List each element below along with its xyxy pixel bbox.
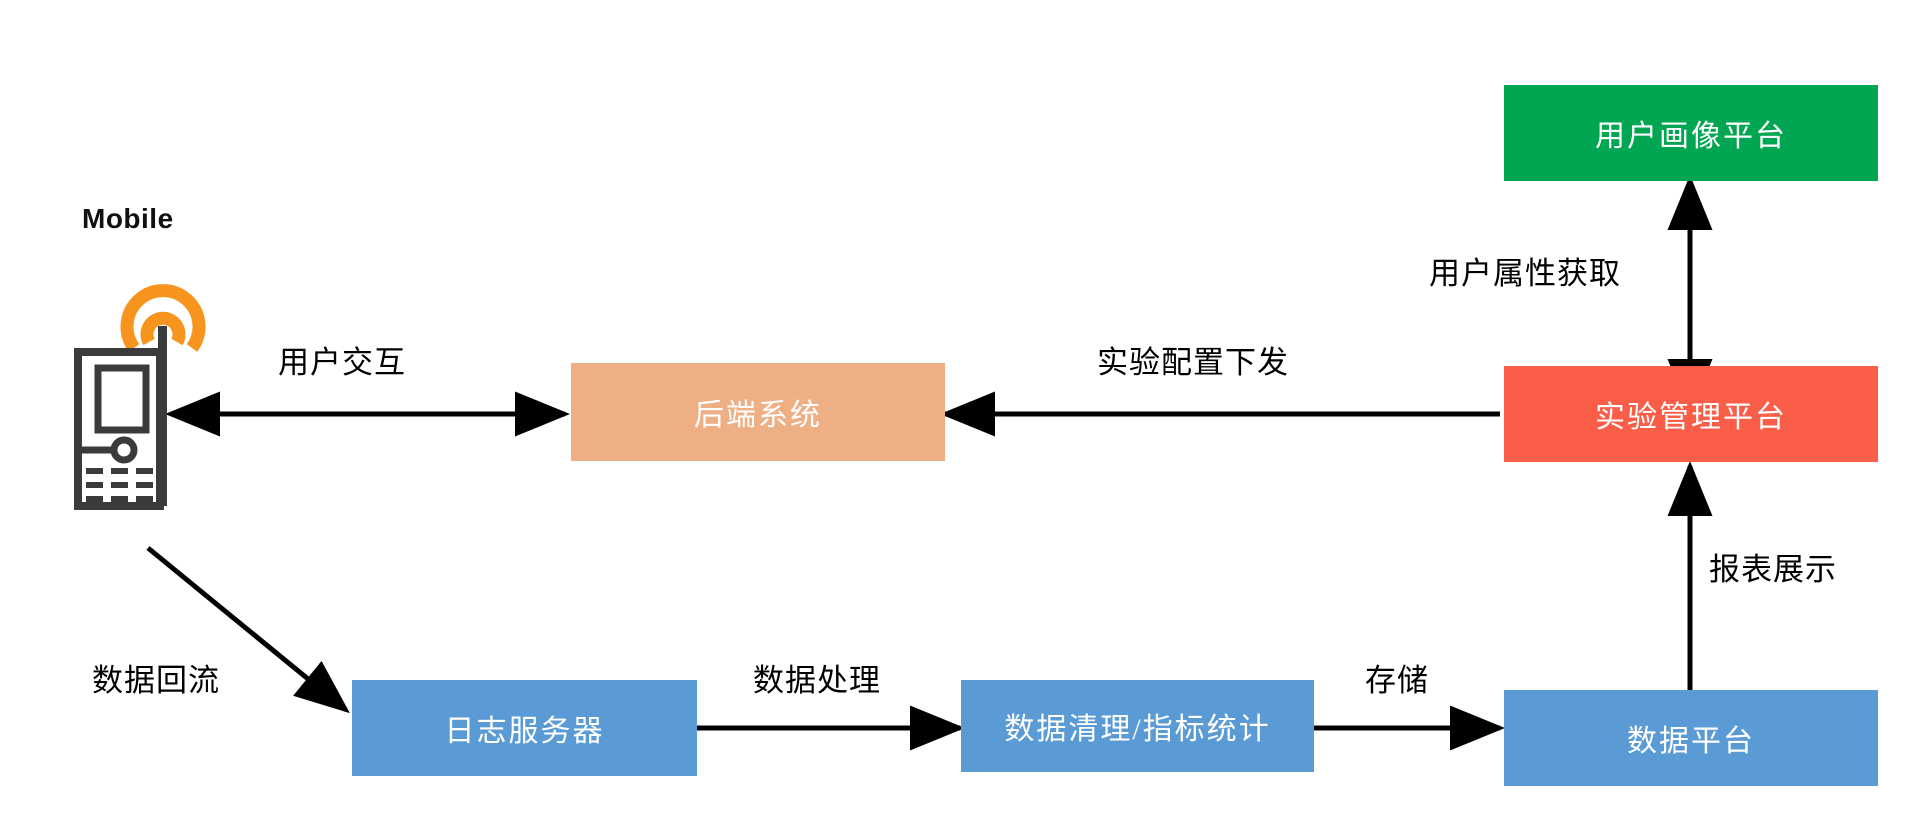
phone-screen xyxy=(94,364,150,434)
edge-label-data-backflow: 数据回流 xyxy=(92,663,220,698)
node-label: 用户画像平台 xyxy=(1595,120,1787,153)
node-label: 实验管理平台 xyxy=(1595,401,1787,434)
node-label: 后端系统 xyxy=(694,399,822,432)
node-label: 数据清理/指标统计 xyxy=(1004,713,1271,746)
edge-label-experiment-config-push: 实验配置下发 xyxy=(1097,345,1289,380)
phone-nav-button xyxy=(110,436,138,464)
signal-waves-icon xyxy=(120,284,206,352)
arrow-data-backflow xyxy=(146,546,350,714)
edge-label-user-attribute-fetch: 用户属性获取 xyxy=(1429,256,1621,291)
node-data-cleaning-metrics[interactable]: 数据清理/指标统计 xyxy=(961,680,1314,772)
phone-keypad xyxy=(86,468,153,502)
edge-label-user-interaction: 用户交互 xyxy=(278,345,406,380)
edge-label-data-processing: 数据处理 xyxy=(753,663,881,698)
edge-label-report-display: 报表展示 xyxy=(1709,552,1837,587)
mobile-phone-icon xyxy=(74,284,206,510)
edge-label-storage: 存储 xyxy=(1365,663,1429,698)
node-experiment-management-platform[interactable]: 实验管理平台 xyxy=(1504,366,1878,462)
phone-body xyxy=(74,348,164,510)
node-user-profile-platform[interactable]: 用户画像平台 xyxy=(1504,85,1878,181)
node-log-server[interactable]: 日志服务器 xyxy=(352,680,697,776)
node-data-platform[interactable]: 数据平台 xyxy=(1504,690,1878,786)
node-backend-system[interactable]: 后端系统 xyxy=(571,363,945,461)
node-label: 数据平台 xyxy=(1627,725,1755,758)
node-label: 日志服务器 xyxy=(444,715,605,748)
mobile-title: Mobile xyxy=(82,203,174,234)
